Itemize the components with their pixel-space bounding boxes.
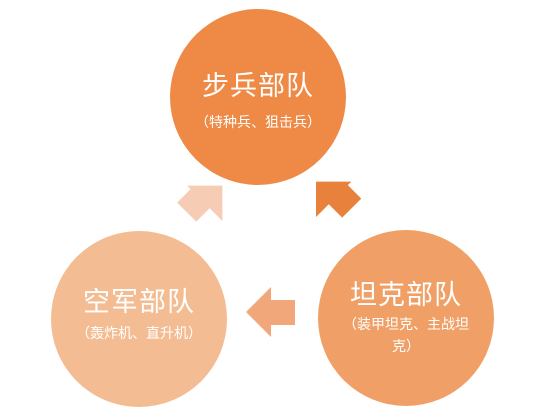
- arrow-air-to-infantry-icon: [177, 185, 223, 222]
- node-tank: 坦克部队 （装甲坦克、主战坦克）: [318, 230, 494, 406]
- node-infantry: 步兵部队 （特种兵、狙击兵）: [170, 9, 346, 185]
- arrow-infantry-to-tank-icon: [316, 181, 362, 218]
- node-air-subtitle: （轰炸机、直升机）: [76, 326, 202, 342]
- node-air: 空军部队 （轰炸机、直升机）: [51, 231, 227, 407]
- node-tank-subtitle: （装甲坦克、主战坦克）: [343, 317, 469, 355]
- node-infantry-subtitle: （特种兵、狙击兵）: [195, 115, 321, 131]
- node-tank-title: 坦克部队: [350, 280, 462, 311]
- node-air-title: 空军部队: [83, 287, 195, 318]
- node-infantry-title: 步兵部队: [202, 71, 314, 102]
- arrow-tank-to-air-icon: [246, 287, 295, 337]
